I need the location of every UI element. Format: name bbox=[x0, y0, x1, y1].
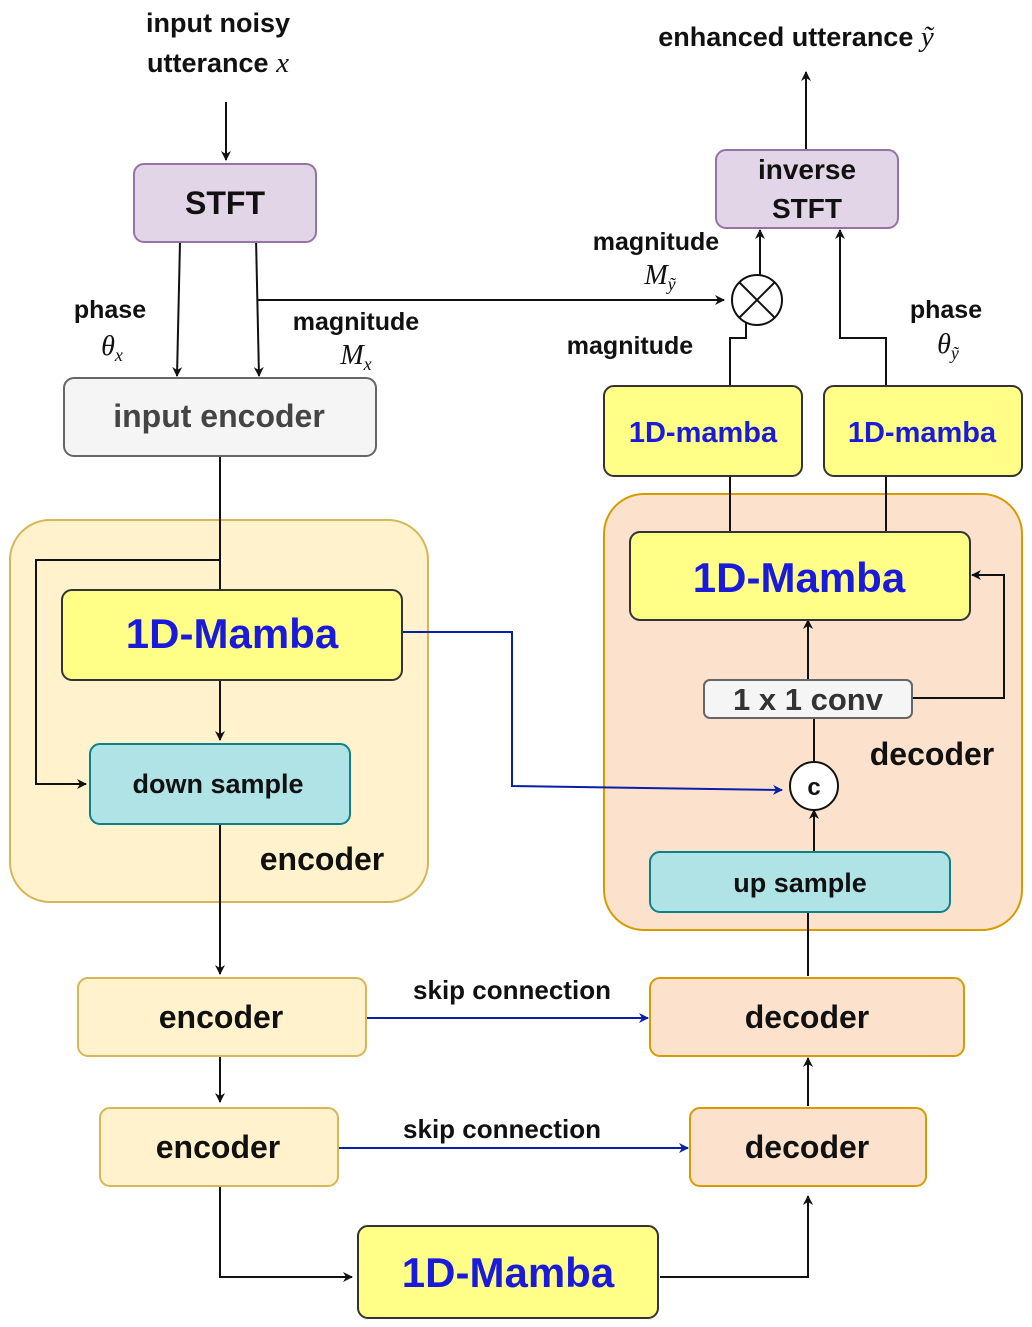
encoder-box-1 bbox=[77, 977, 367, 1057]
down-sample-box bbox=[89, 743, 351, 825]
input-label-line1: input noisy bbox=[146, 8, 290, 38]
decoder-detail-label: decoder bbox=[870, 736, 994, 772]
mamba-magnitude-box bbox=[603, 385, 803, 477]
up-sample-label: up sample bbox=[733, 868, 867, 898]
inverse-stft-line1: inverse bbox=[758, 154, 856, 185]
stft-box bbox=[133, 163, 317, 243]
phase-y-symbol: θỹ bbox=[937, 329, 960, 363]
decoder-mamba-label: 1D-Mamba bbox=[693, 554, 906, 601]
mamba-phase-box bbox=[823, 385, 1023, 477]
multiply-icon bbox=[731, 274, 783, 326]
magnitude-x-word: magnitude bbox=[293, 308, 419, 336]
phase-y-word: phase bbox=[910, 296, 982, 324]
down-sample-label: down sample bbox=[132, 769, 303, 799]
encoder-1-label: encoder bbox=[159, 999, 283, 1035]
encoder-mamba-label: 1D-Mamba bbox=[126, 610, 339, 657]
output-label: enhanced utterance ỹ bbox=[658, 21, 935, 53]
conv-box bbox=[703, 679, 913, 719]
magnitude-y-symbol: Mỹ bbox=[643, 260, 676, 294]
decoder-box-2 bbox=[689, 1107, 927, 1187]
stft-label: STFT bbox=[185, 185, 265, 221]
encoder-mamba-box bbox=[61, 589, 403, 681]
encoder-2-label: encoder bbox=[156, 1129, 280, 1165]
encoder-box-2 bbox=[99, 1107, 339, 1187]
conv-label: 1 x 1 conv bbox=[733, 682, 884, 717]
inverse-stft-line2: STFT bbox=[772, 193, 842, 224]
concat-circle bbox=[789, 761, 839, 811]
magnitude-x-symbol: Mx bbox=[339, 340, 371, 374]
up-sample-box bbox=[649, 851, 951, 913]
magnitude-plain-label: magnitude bbox=[567, 332, 693, 360]
bottleneck-mamba-box bbox=[357, 1225, 659, 1319]
input-label-line2: utterance x bbox=[147, 47, 289, 79]
inverse-stft-box bbox=[715, 149, 899, 229]
skip-connection-1-label: skip connection bbox=[413, 975, 611, 1005]
input-encoder-box bbox=[63, 377, 377, 457]
mamba-magnitude-label: 1D-mamba bbox=[629, 417, 778, 449]
decoder-box-1 bbox=[649, 977, 965, 1057]
decoder-1-label: decoder bbox=[745, 999, 869, 1035]
phase-x-symbol: θx bbox=[101, 331, 123, 365]
mamba-phase-label: 1D-mamba bbox=[848, 417, 997, 449]
input-encoder-label: input encoder bbox=[113, 398, 325, 434]
skip-connection-2-label: skip connection bbox=[403, 1114, 601, 1144]
phase-x-word: phase bbox=[74, 296, 146, 324]
magnitude-y-word: magnitude bbox=[593, 228, 719, 256]
bottleneck-mamba-label: 1D-Mamba bbox=[402, 1249, 615, 1296]
concat-label: c bbox=[807, 774, 820, 801]
decoder-mamba-box bbox=[629, 531, 971, 621]
encoder-detail-label: encoder bbox=[260, 841, 384, 877]
decoder-2-label: decoder bbox=[745, 1129, 869, 1165]
